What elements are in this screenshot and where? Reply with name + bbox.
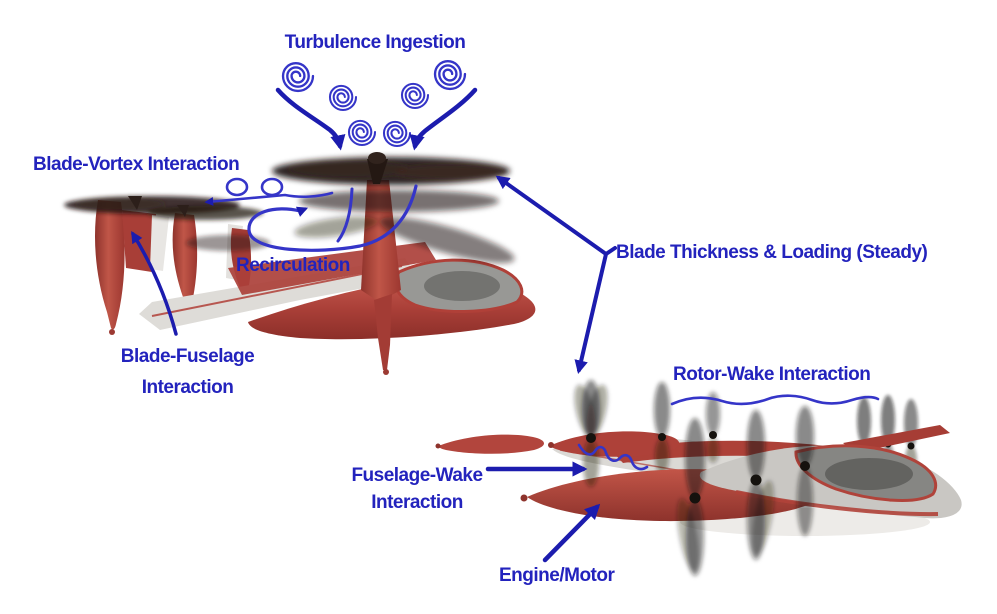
rotor-disc	[272, 157, 515, 263]
rotor-hub	[367, 159, 388, 184]
label-line: Interaction	[141, 377, 234, 398]
label-fuselage-wake-interaction: Fuselage-Wake Interaction	[338, 462, 496, 516]
pylon	[95, 200, 125, 330]
label-recirculation: Recirculation	[236, 255, 350, 276]
multirotor-aircraft	[435, 380, 962, 576]
vortex-spiral-icon	[328, 84, 358, 112]
blade-vortex-trail	[204, 177, 334, 206]
tiltrotor-aircraft	[64, 152, 536, 375]
label-blade-thickness-loading: Blade Thickness & Loading (Steady)	[616, 242, 928, 263]
pod	[438, 434, 545, 454]
recirculation-arrow	[247, 184, 418, 252]
label-turbulence-ingestion: Turbulence Ingestion	[284, 32, 466, 53]
vortex-spiral-icon	[281, 61, 315, 93]
canopy-glass	[424, 271, 500, 301]
pylon	[172, 213, 198, 309]
label-line: Fuselage-Wake	[351, 465, 483, 486]
vortex-spiral-icon	[400, 82, 430, 110]
propeller	[574, 380, 814, 576]
engine-motor-arrow	[542, 503, 601, 563]
rotor-wake-line	[670, 394, 880, 406]
white-fin	[150, 215, 169, 271]
label-blade-vortex-interaction: Blade-Vortex Interaction	[33, 154, 240, 175]
label-line: Blade-Fuselage	[120, 346, 255, 367]
turbulence-spirals	[281, 59, 467, 148]
rotor-hub	[177, 205, 189, 217]
leg-tip	[383, 369, 389, 375]
label-line: Interaction	[371, 492, 463, 513]
label-engine-motor: Engine/Motor	[499, 565, 615, 586]
propeller	[654, 382, 720, 474]
turbulence-arrow-right	[409, 87, 478, 151]
vortex-spiral-icon	[433, 59, 467, 91]
canopy-glass	[825, 458, 913, 490]
blade-thickness-arrow	[495, 175, 617, 374]
rotor-disc	[64, 196, 270, 251]
landing-leg	[374, 294, 392, 370]
vortex-spiral-icon	[347, 119, 377, 147]
turbulence-arrow-left	[275, 87, 346, 151]
vortex-spiral-icon	[382, 120, 412, 148]
label-blade-fuselage-interaction: Blade-Fuselage Interaction	[105, 341, 270, 403]
rotor-hub	[128, 196, 142, 210]
fuselage-wake-squiggle	[577, 443, 649, 471]
blade-fuselage-arrow	[131, 230, 178, 336]
pylon-tip	[109, 329, 115, 335]
rotor-hub	[368, 152, 386, 164]
label-rotor-wake-interaction: Rotor-Wake Interaction	[673, 364, 871, 385]
